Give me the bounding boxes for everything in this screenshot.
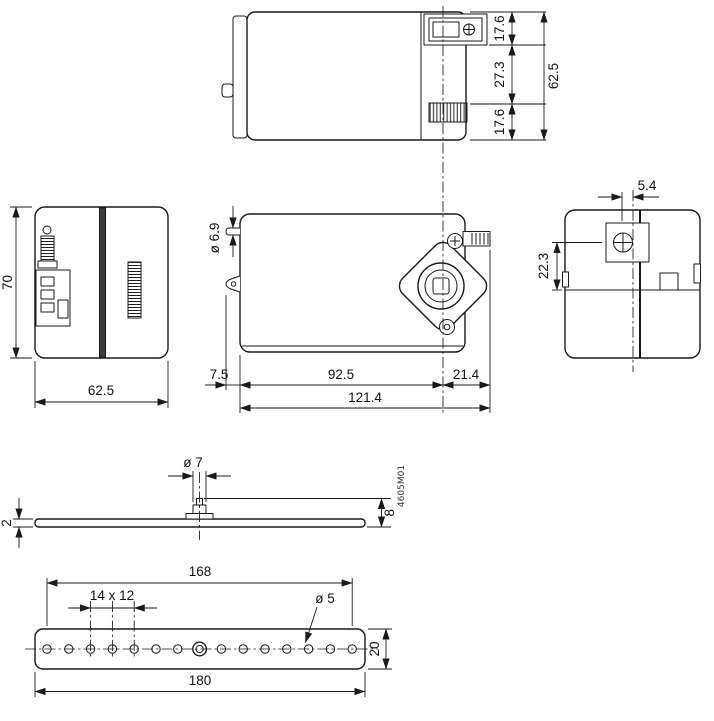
dim-label-right-22-3: 22.3 xyxy=(536,253,551,279)
connector-strip xyxy=(127,261,142,319)
dim-label-bracket-20: 20 xyxy=(367,641,382,656)
edge-notch xyxy=(693,263,701,284)
dim-label-left-70: 70 xyxy=(0,275,15,290)
bracket-side-view: ø 7 8 2 4605M01 xyxy=(0,455,407,548)
dim-label-bracket-2: 2 xyxy=(0,519,14,527)
detail-recess xyxy=(659,272,679,291)
terminal-connector-top xyxy=(428,102,468,123)
dim-label-bracket-dia-5: ø 5 xyxy=(315,591,335,606)
bracket-plate-edge xyxy=(34,518,366,528)
dim-label-front-dia-6-9: ø 6.9 xyxy=(207,223,222,254)
dim-label-top-17-6a: 17.6 xyxy=(492,15,507,41)
dim-label-top-27-3: 27.3 xyxy=(492,61,507,87)
housing-seam xyxy=(99,207,106,358)
clamp-screw-lower xyxy=(439,319,455,335)
actuator-body-top xyxy=(246,11,467,141)
bracket-tab xyxy=(221,83,234,98)
dim-label-bracket-14x12: 14 x 12 xyxy=(90,588,134,603)
anti-rotation-tab xyxy=(225,227,240,236)
dim-label-bracket-8: 8 xyxy=(382,509,397,517)
right-side-view: 5.4 22.3 xyxy=(536,178,701,359)
dim-label-front-121-4: 121.4 xyxy=(348,390,382,405)
front-view: ø 6.9 7.5 92.5 21.4 121.4 xyxy=(205,206,491,413)
position-indicator xyxy=(40,235,55,262)
dim-label-front-21-4: 21.4 xyxy=(453,367,480,382)
dim-label-top-17-6b: 17.6 xyxy=(492,109,507,135)
centerlines xyxy=(25,6,634,650)
top-view: 17.6 27.3 17.6 62.5 xyxy=(221,11,561,141)
dim-label-front-92-5: 92.5 xyxy=(328,367,354,382)
dim-label-top-62-5: 62.5 xyxy=(546,63,561,89)
left-side-view: 70 62.5 xyxy=(0,206,169,408)
dim-label-bracket-dia-7: ø 7 xyxy=(183,455,203,470)
drawing-code-label: 4605M01 xyxy=(397,465,407,507)
position-pointer xyxy=(225,275,241,293)
dim-label-left-62-5: 62.5 xyxy=(88,383,114,398)
dim-label-bracket-180: 180 xyxy=(189,673,212,688)
terminal-block xyxy=(35,269,71,327)
dim-label-bracket-168: 168 xyxy=(189,564,212,579)
dim-label-front-7-5: 7.5 xyxy=(210,367,229,382)
bracket-top-view: 168 14 x 12 ø 5 20 180 xyxy=(34,564,392,697)
mounting-bracket-edge xyxy=(232,15,248,139)
dim-label-right-5-4: 5.4 xyxy=(638,178,657,193)
